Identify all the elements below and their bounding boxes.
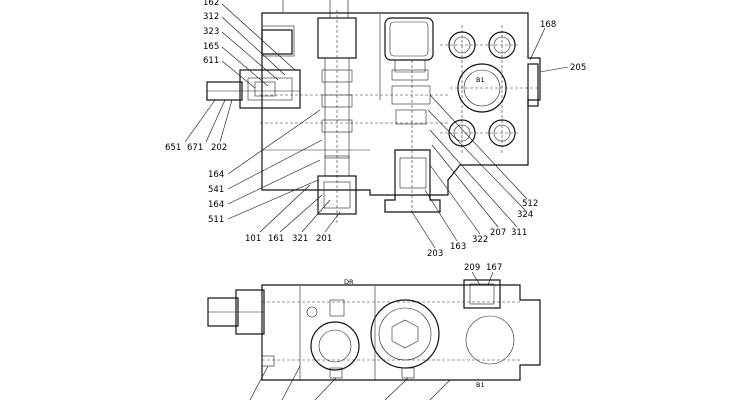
label-101: 101 bbox=[245, 234, 261, 244]
label-163: 163 bbox=[450, 242, 466, 252]
label-165: 165 bbox=[203, 42, 219, 52]
label-322: 322 bbox=[472, 235, 488, 245]
label-161: 161 bbox=[268, 234, 284, 244]
port-dr: DR bbox=[344, 278, 354, 286]
port-b1-top: B1 bbox=[476, 76, 485, 84]
label-207: 207 bbox=[490, 228, 506, 238]
label-202: 202 bbox=[211, 143, 227, 153]
label-511: 511 bbox=[208, 215, 224, 225]
leader-lines bbox=[184, 0, 569, 400]
bottom-view bbox=[207, 279, 541, 381]
label-167: 167 bbox=[486, 263, 502, 273]
label-611: 611 bbox=[203, 56, 219, 66]
label-209: 209 bbox=[464, 263, 480, 273]
part-labels: 162 312 323 165 611 651 671 202 164 541 … bbox=[165, 0, 586, 273]
port-marks: B1 B1 DR bbox=[344, 76, 485, 389]
label-201: 201 bbox=[316, 234, 332, 244]
label-541: 541 bbox=[208, 185, 224, 195]
label-168: 168 bbox=[540, 20, 556, 30]
port-b1-bottom: B1 bbox=[476, 381, 485, 389]
label-205: 205 bbox=[570, 63, 586, 73]
label-321: 321 bbox=[292, 234, 308, 244]
label-512: 512 bbox=[522, 199, 538, 209]
label-164-upper: 164 bbox=[208, 170, 224, 180]
label-323: 323 bbox=[203, 27, 219, 37]
label-311: 311 bbox=[511, 228, 527, 238]
label-203: 203 bbox=[427, 249, 443, 259]
label-162: 162 bbox=[203, 0, 219, 8]
label-651: 651 bbox=[165, 143, 181, 153]
label-164-lower: 164 bbox=[208, 200, 224, 210]
label-324: 324 bbox=[517, 210, 533, 220]
top-view bbox=[206, 10, 541, 225]
label-671: 671 bbox=[187, 143, 203, 153]
label-312: 312 bbox=[203, 12, 219, 22]
bolt-circles bbox=[440, 25, 520, 155]
